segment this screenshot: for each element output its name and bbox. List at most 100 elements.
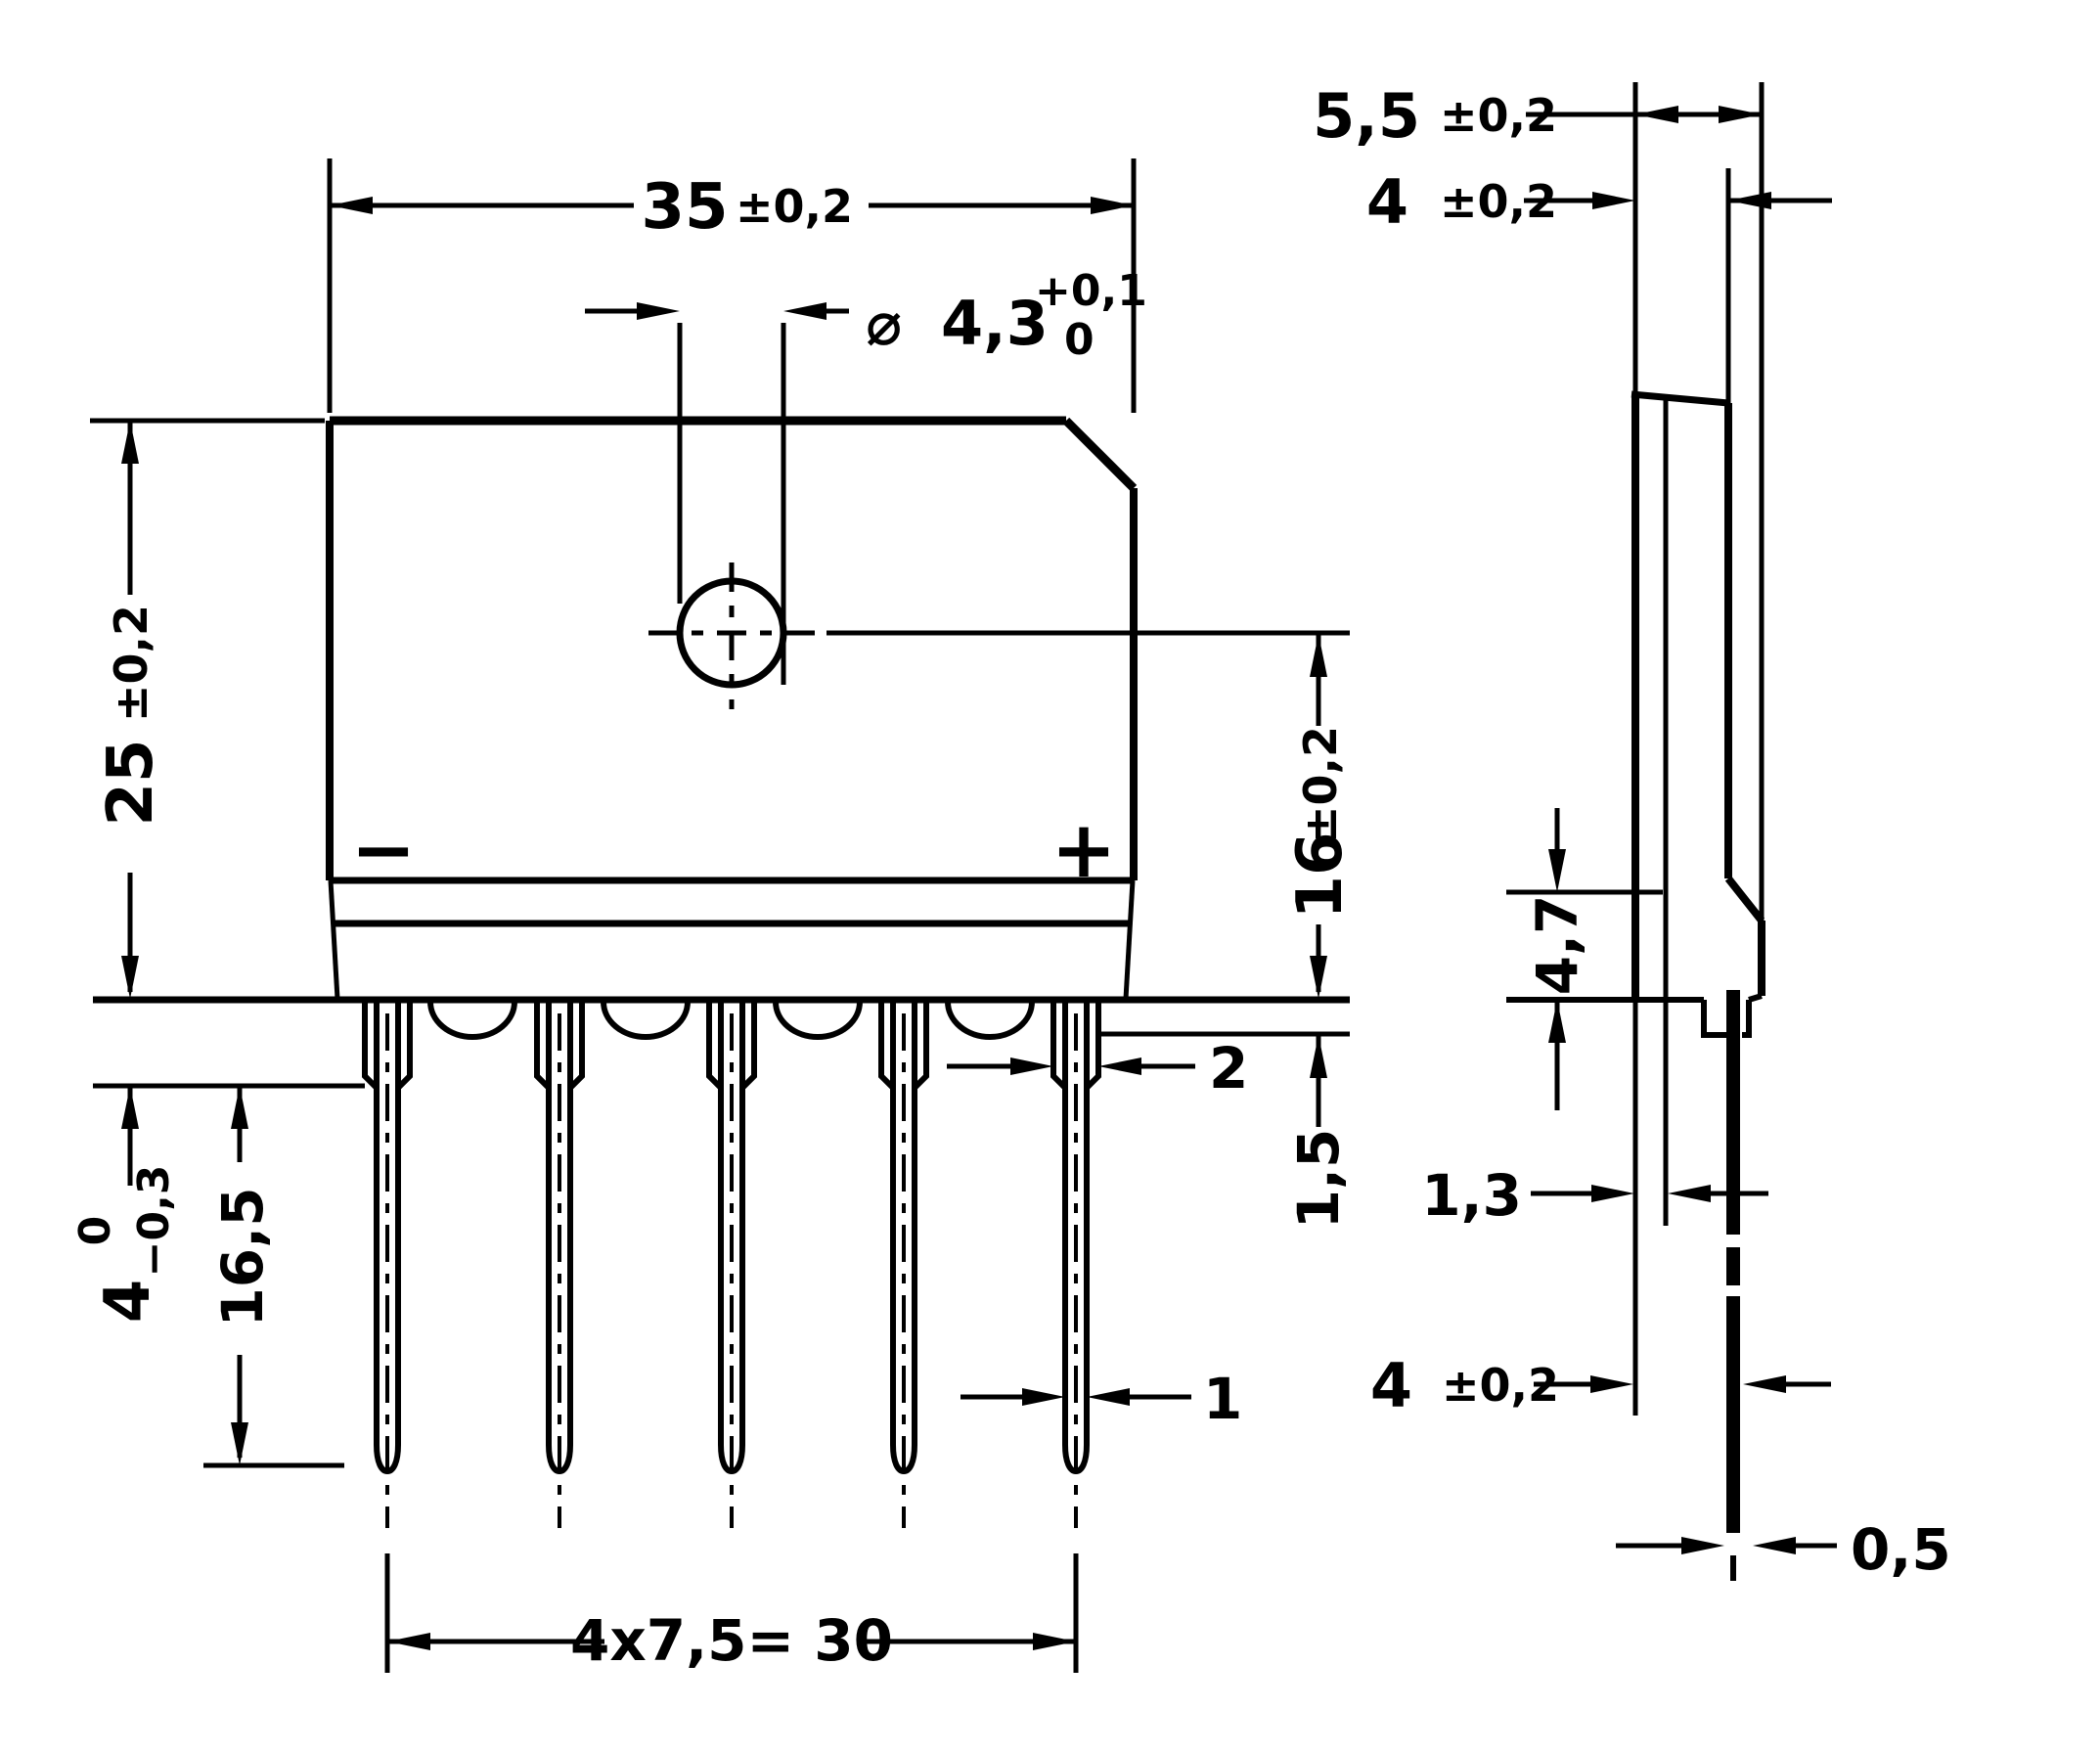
pin-shoulder-left xyxy=(1050,1000,1068,1091)
polarity-minus-mark: − xyxy=(350,804,416,895)
arrowhead-left xyxy=(1098,1057,1141,1075)
dim-tab-thickness: 4 ±0,2 xyxy=(1366,166,1832,238)
arrowhead-up xyxy=(1310,1035,1327,1078)
body-corner-chamfer xyxy=(1062,417,1138,492)
arrowhead-left xyxy=(1668,1185,1711,1202)
arrowhead-right xyxy=(637,302,680,320)
dim-lead-shoulder: 4 0 −0,3 xyxy=(70,1086,179,1323)
dim-standoff-height: 1,5 xyxy=(1285,1035,1352,1229)
arrowhead-down xyxy=(121,956,139,999)
arrowhead-right xyxy=(1022,1388,1065,1406)
side-lead xyxy=(1723,990,1743,1581)
dim-tolerance-lower: −0,3 xyxy=(129,1165,179,1278)
arrowhead-left xyxy=(1743,1375,1786,1393)
package-body-outline xyxy=(326,416,1138,1000)
dim-value: 4 xyxy=(92,1280,164,1324)
arrowhead-left xyxy=(330,197,373,214)
arrowhead-up xyxy=(231,1086,248,1129)
standoff-bump xyxy=(945,1001,1035,1040)
side-body-outline xyxy=(1631,390,1765,1038)
dim-value: 1,3 xyxy=(1421,1162,1522,1229)
dim-value: 4 xyxy=(1370,1350,1412,1421)
arrowhead-right xyxy=(1091,197,1134,214)
pin-shoulder-left xyxy=(362,1000,380,1091)
dim-body-height: 25 ±0,2 xyxy=(90,418,325,999)
dim-value: 4x7,5= 30 xyxy=(570,1607,893,1674)
dim-base-height: 4,7 xyxy=(1524,808,1590,1110)
pin-4 xyxy=(878,1000,929,1528)
dim-tolerance: ±0,2 xyxy=(105,605,157,722)
dim-lead-pitch: 4x7,5= 30 xyxy=(384,1553,1079,1674)
dim-lead-width-lower: 1 xyxy=(961,1366,1242,1432)
diameter-symbol: ⌀ xyxy=(866,288,902,359)
dim-value: 2 xyxy=(1209,1035,1248,1102)
dim-value: 4,3 xyxy=(941,288,1049,359)
arrowhead-left xyxy=(1635,106,1678,123)
dim-tolerance: ±0,2 xyxy=(736,180,853,233)
side-lead-bar xyxy=(1726,990,1740,1533)
arrowhead-right xyxy=(1033,1633,1076,1650)
mounting-hole xyxy=(648,562,1350,709)
dim-lead-offset: 4 ±0,2 xyxy=(1370,1350,1831,1421)
dim-boss-depth: 1,3 xyxy=(1421,1162,1768,1229)
pin-shoulder-left xyxy=(878,1000,896,1091)
side-lead-boss xyxy=(1701,993,1763,1038)
dim-body-thickness: 5,5 ±0,2 xyxy=(1313,80,1762,152)
pin-shoulder-right xyxy=(739,1000,757,1091)
pin-shoulder-right xyxy=(567,1000,585,1091)
pin-shoulder-left xyxy=(706,1000,724,1091)
body-right-skirt xyxy=(1123,879,1136,1000)
side-view: 5,5 ±0,2 4 ±0,2 4,7 1,3 xyxy=(1313,80,1951,1583)
standoff-bump xyxy=(601,1001,691,1040)
pin-5 xyxy=(1050,1000,1101,1528)
standoff-bump xyxy=(773,1001,863,1040)
side-lead-centerline-gap xyxy=(1723,1285,1743,1296)
arrowhead-up xyxy=(121,1086,139,1129)
arrowhead-up xyxy=(1310,634,1327,677)
arrowhead-down xyxy=(1310,956,1327,999)
dim-tolerance-lower: 0 xyxy=(1064,315,1095,365)
polarity-plus-mark: + xyxy=(1050,804,1116,895)
side-lead-centerline-dash xyxy=(1730,1555,1736,1581)
dim-value: 4,7 xyxy=(1524,895,1590,996)
arrowhead-up xyxy=(121,421,139,464)
arrowhead-right xyxy=(1681,1537,1724,1554)
side-lead-centerline-gap xyxy=(1723,1235,1743,1247)
arrowhead-right xyxy=(1010,1057,1053,1075)
dim-tolerance: ±0,2 xyxy=(1442,1359,1559,1412)
dim-value: 0,5 xyxy=(1851,1516,1951,1583)
arrowhead-left xyxy=(1087,1388,1130,1406)
arrowhead-right xyxy=(1592,192,1635,209)
arrowhead-down xyxy=(1548,849,1566,892)
dim-value: 1 xyxy=(1203,1366,1242,1432)
dim-tolerance: ±0,2 xyxy=(1294,726,1347,843)
dim-value: 16 xyxy=(1284,832,1357,919)
pin-shoulder-left xyxy=(534,1000,552,1091)
arrowhead-left xyxy=(387,1633,430,1650)
dim-value: 16,5 xyxy=(209,1187,276,1327)
dim-tolerance-upper: +0,1 xyxy=(1035,266,1147,316)
dim-body-width: 35 ±0,2 xyxy=(327,158,1137,413)
dim-value: 4 xyxy=(1366,166,1408,238)
arrowhead-left xyxy=(1753,1537,1796,1554)
arrowhead-down xyxy=(231,1422,248,1465)
dim-lead-thickness: 0,5 xyxy=(1616,1516,1951,1583)
front-view: − + 35 ±0,2 ⌀ 4,3 +0,1 0 xyxy=(70,158,1357,1674)
side-top-edge xyxy=(1631,390,1729,407)
pin-3 xyxy=(706,1000,757,1528)
pin-shoulder-right xyxy=(912,1000,929,1091)
dim-value: 1,5 xyxy=(1285,1129,1352,1230)
standoff-bump xyxy=(427,1001,517,1040)
dim-tolerance-upper: 0 xyxy=(70,1216,120,1246)
arrowhead-left xyxy=(1728,192,1771,209)
dim-hole-center-height: 16 ±0,2 xyxy=(1284,634,1357,999)
dim-lead-width-upper: 2 xyxy=(947,1035,1248,1102)
standoff-bumps xyxy=(427,1001,1035,1040)
arrowhead-up xyxy=(1548,1000,1566,1043)
pin-shoulder-right xyxy=(395,1000,413,1091)
pin-2 xyxy=(534,1000,585,1528)
dim-lead-length: 16,5 xyxy=(203,1086,344,1468)
dim-tolerance: ±0,2 xyxy=(1440,175,1557,228)
